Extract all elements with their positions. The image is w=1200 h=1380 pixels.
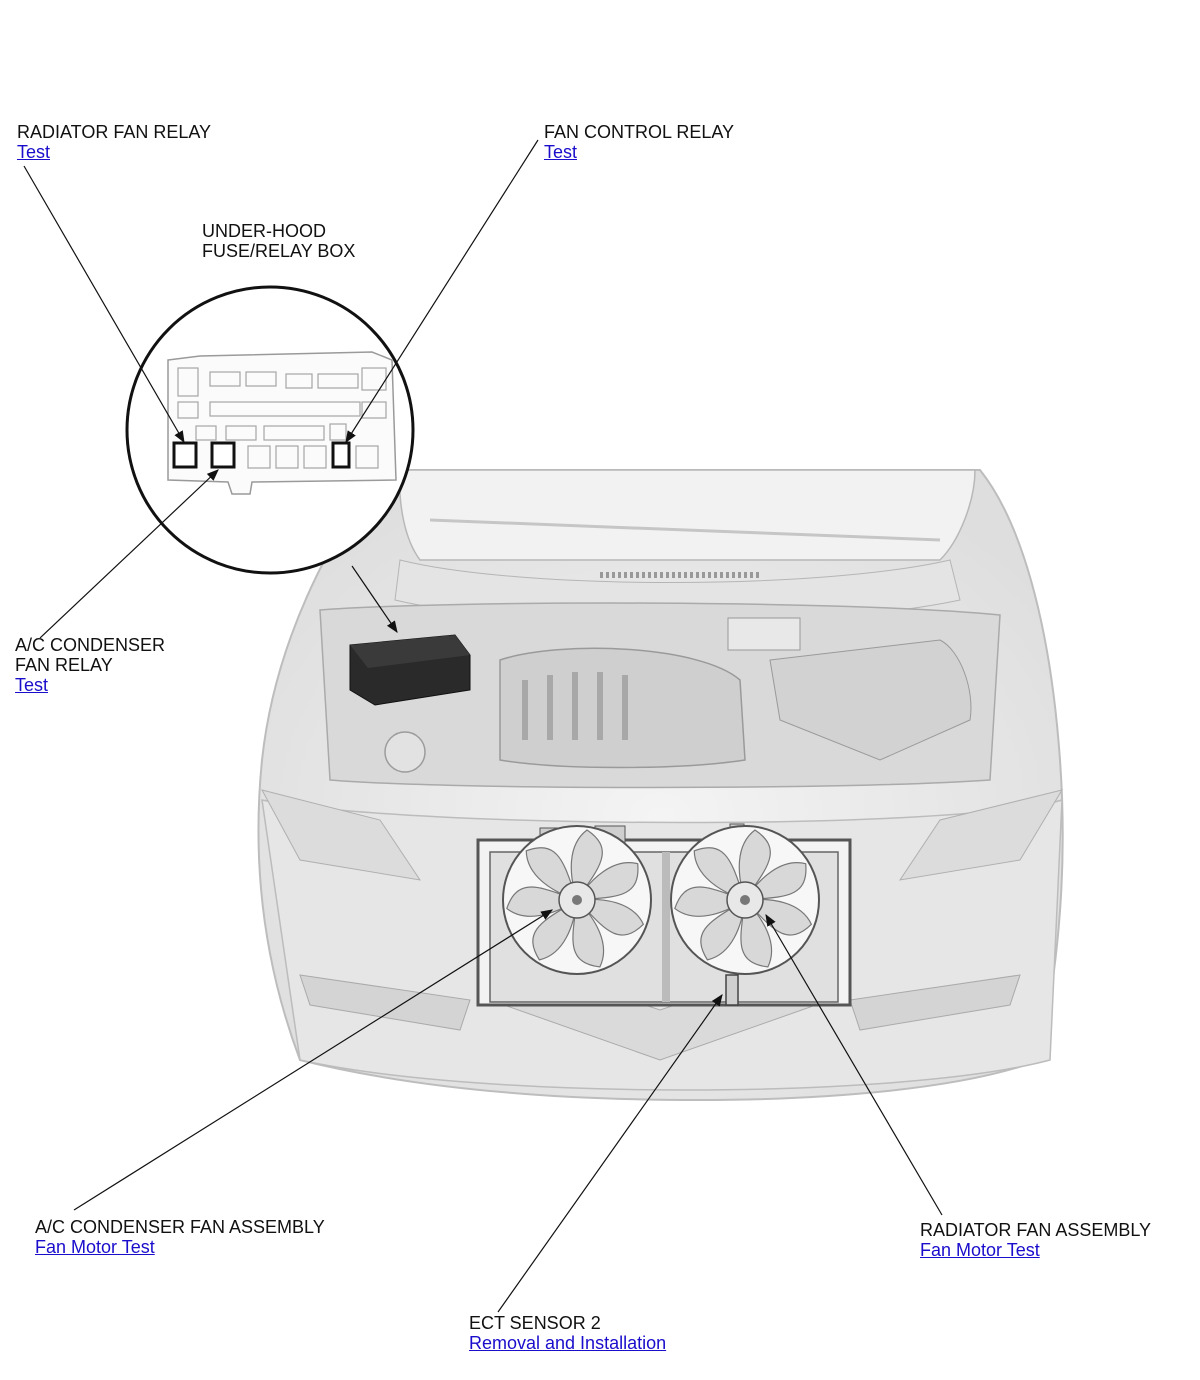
ac-condenser-fan-relay-test-link[interactable]: Test [15, 675, 49, 695]
fan-control-relay-test-link[interactable]: Test [544, 142, 578, 162]
label-ac-condenser-fan-relay: A/C CONDENSER FAN RELAY Test [15, 635, 165, 695]
fuse-relay-box-detail [125, 285, 415, 575]
leader-lines [23, 139, 943, 1313]
ac-condenser-fan-motor-test-link[interactable]: Fan Motor Test [35, 1237, 155, 1257]
label-radiator-fan-relay: RADIATOR FAN RELAY Test [17, 122, 211, 162]
radiator-fan-assembly-illustration [476, 823, 852, 1007]
ect-sensor-2-title: ECT SENSOR 2 [469, 1313, 601, 1333]
ect-sensor-2-removal-installation-link[interactable]: Removal and Installation [469, 1333, 667, 1353]
fuse-box-title-line2: FUSE/RELAY BOX [202, 241, 356, 261]
label-ac-condenser-fan-assembly: A/C CONDENSER FAN ASSEMBLY Fan Motor Tes… [35, 1217, 325, 1257]
label-under-hood-fuse-relay-box: UNDER-HOOD FUSE/RELAY BOX [202, 221, 355, 261]
radiator-fan-relay-test-link[interactable]: Test [17, 142, 51, 162]
ac-condenser-fan-assembly-title: A/C CONDENSER FAN ASSEMBLY [35, 1217, 325, 1237]
label-fan-control-relay: FAN CONTROL RELAY Test [544, 122, 734, 162]
radiator-fan-relay-title: RADIATOR FAN RELAY [17, 122, 212, 142]
ac-condenser-fan-relay-title-line2: FAN RELAY [15, 655, 113, 675]
ac-condenser-fan-relay-title-line1: A/C CONDENSER [15, 635, 166, 655]
label-ect-sensor-2: ECT SENSOR 2 Removal and Installation [469, 1313, 666, 1353]
label-radiator-fan-assembly: RADIATOR FAN ASSEMBLY Fan Motor Test [920, 1220, 1151, 1260]
fan-control-relay-title: FAN CONTROL RELAY [544, 122, 735, 142]
radiator-fan-assembly-title: RADIATOR FAN ASSEMBLY [920, 1220, 1152, 1240]
fuse-box-title-line1: UNDER-HOOD [202, 221, 326, 241]
radiator-fan-motor-test-link[interactable]: Fan Motor Test [920, 1240, 1040, 1260]
